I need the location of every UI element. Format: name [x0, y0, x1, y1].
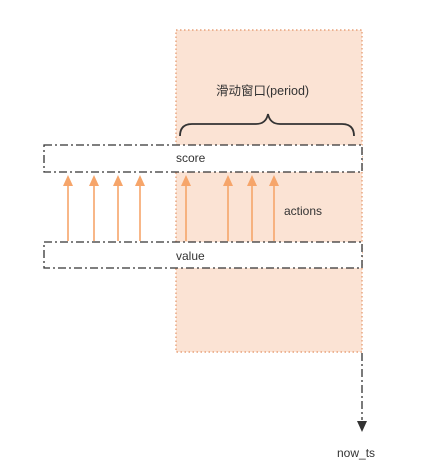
arrows-outside-window — [63, 175, 145, 241]
value-label: value — [176, 249, 205, 263]
sliding-window-region — [175, 29, 363, 353]
score-label: score — [176, 151, 206, 165]
arrow-down-icon — [357, 421, 367, 432]
arrow-up-icon — [63, 175, 73, 241]
arrow-up-icon — [113, 175, 123, 241]
window-label: 滑动窗口(period) — [216, 84, 310, 98]
arrow-up-icon — [223, 175, 233, 241]
arrow-up-icon — [181, 175, 191, 241]
arrow-up-icon — [247, 175, 257, 241]
arrow-up-icon — [89, 175, 99, 241]
arrow-up-icon — [135, 175, 145, 241]
arrow-up-icon — [269, 175, 279, 241]
brace-icon — [179, 113, 355, 137]
score-band — [43, 144, 363, 173]
now-ts-label: now_ts — [337, 446, 376, 460]
value-band — [43, 241, 363, 269]
actions-label: actions — [284, 204, 323, 218]
arrows-inside-window — [181, 175, 279, 241]
